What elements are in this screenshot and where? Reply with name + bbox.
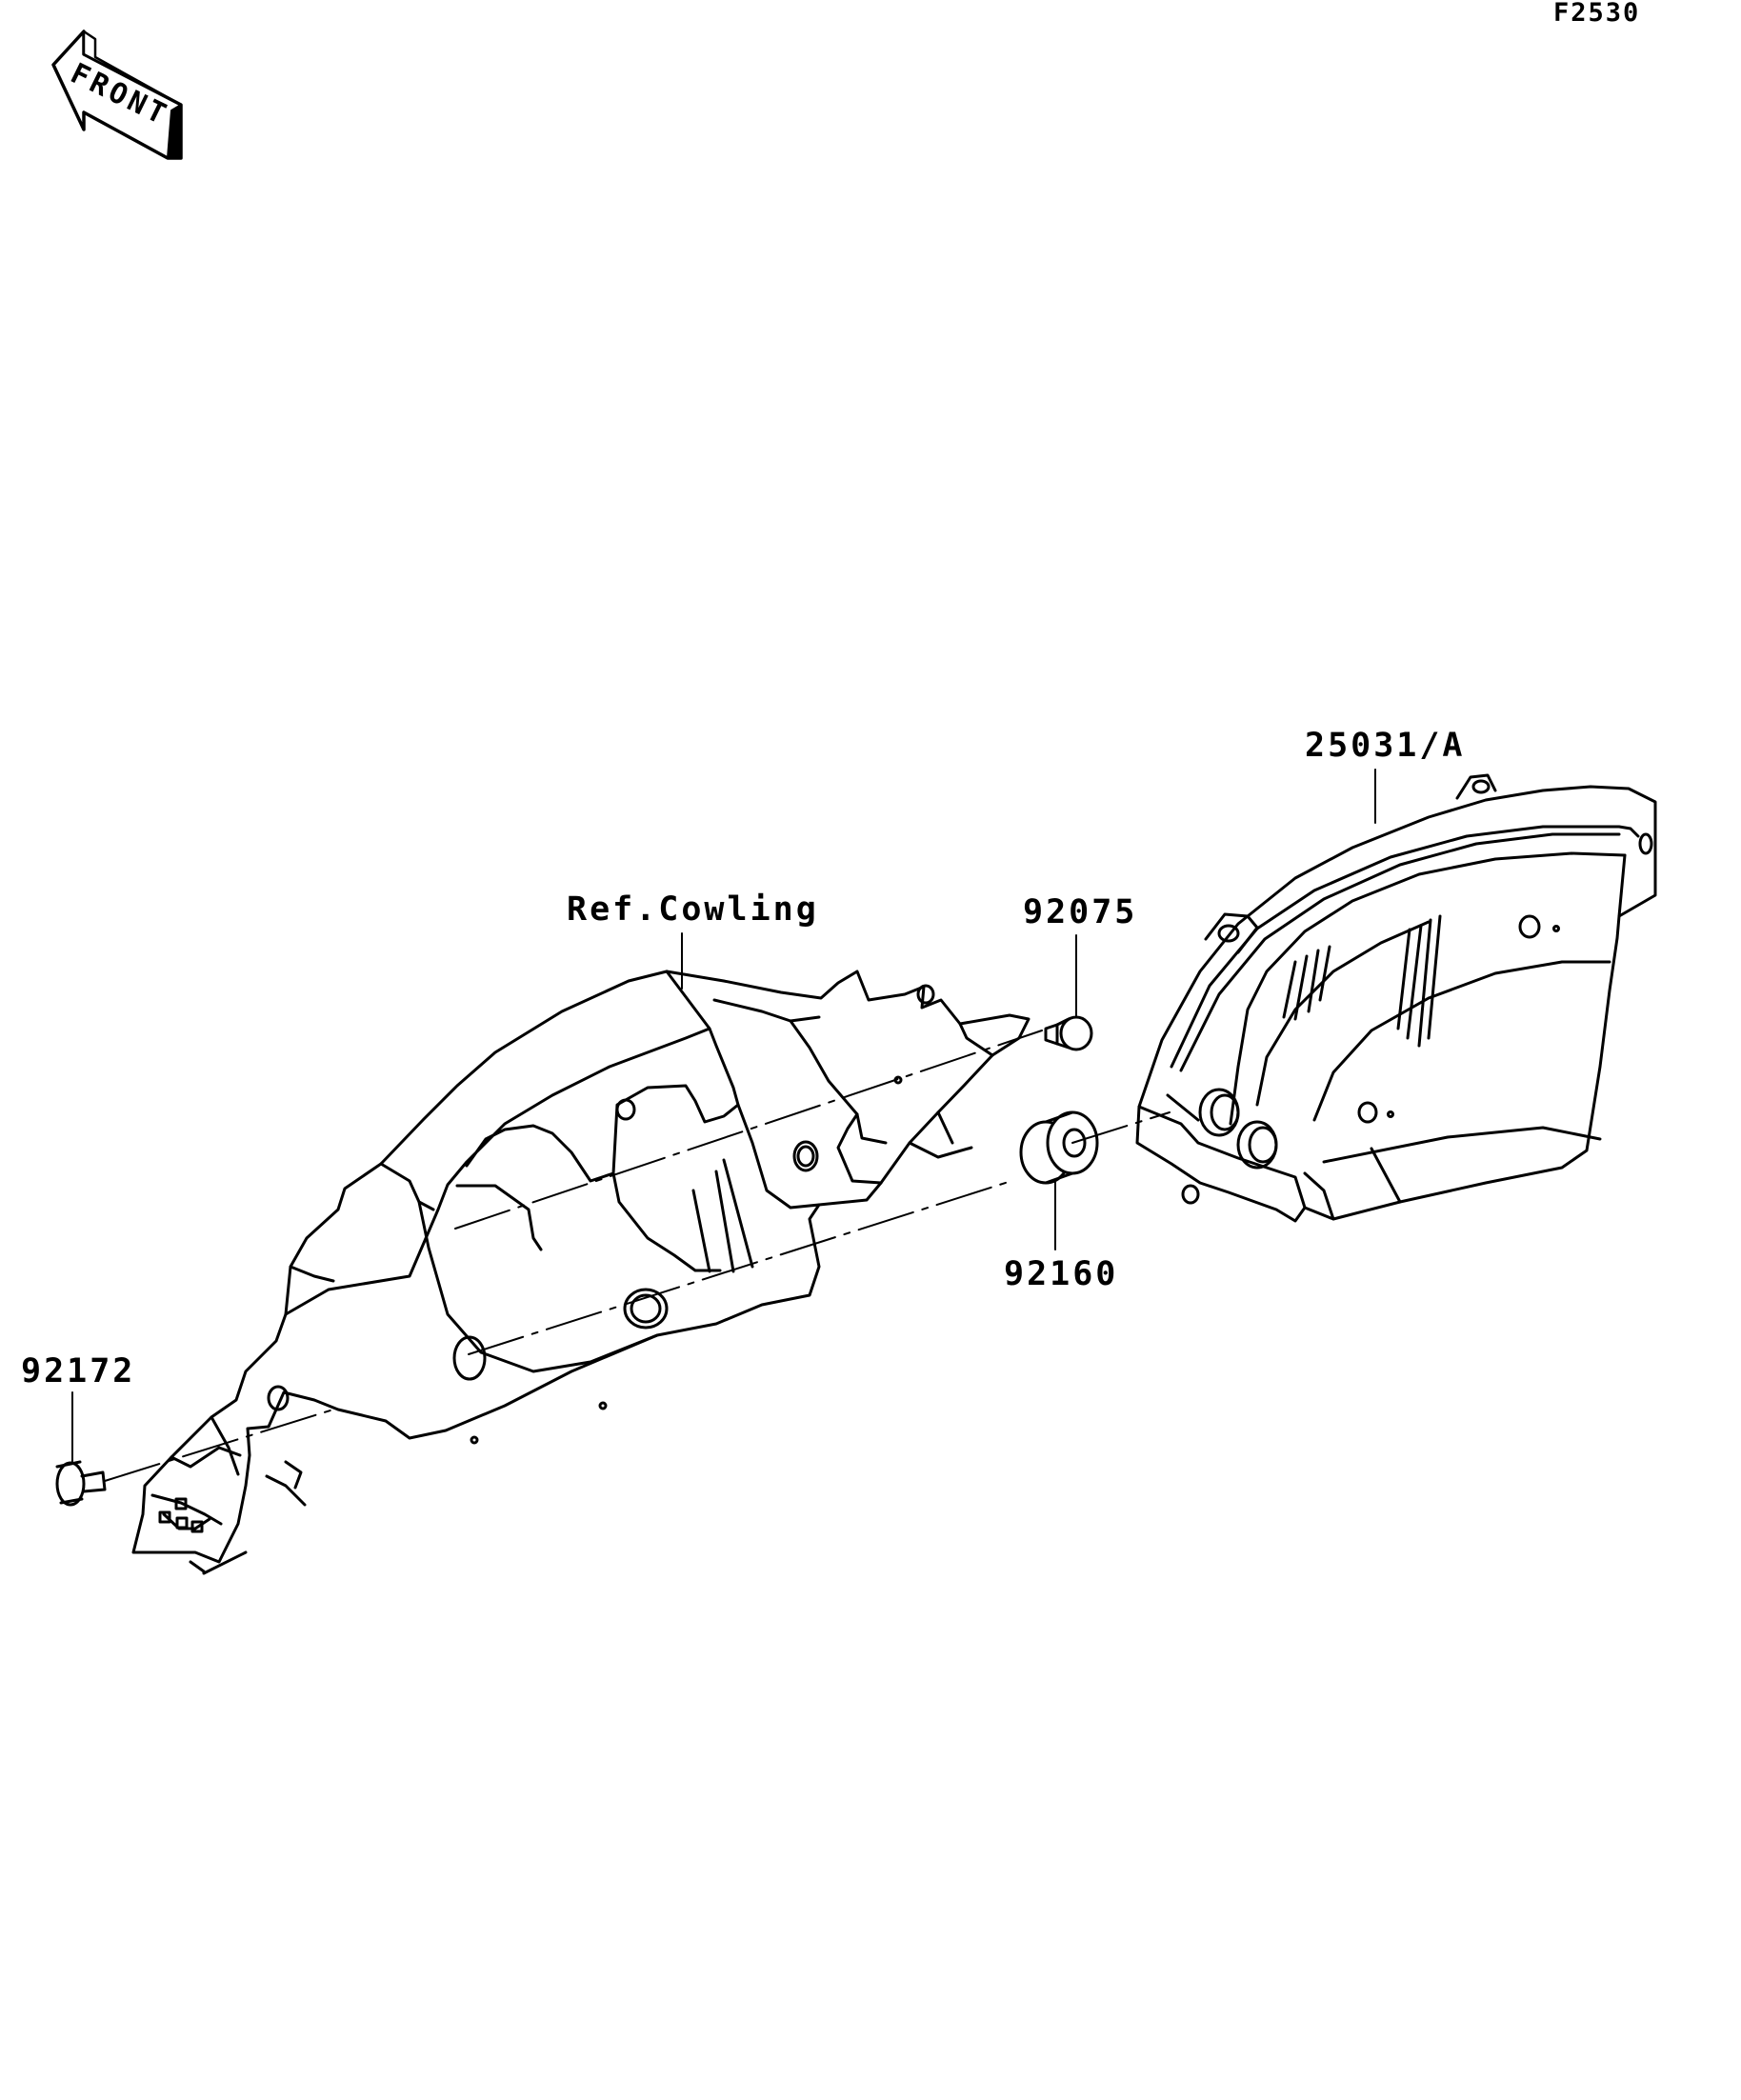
front-arrow-icon: FRONT: [51, 30, 183, 160]
label-ref-cowling: Ref.Cowling: [567, 890, 819, 929]
leader-lines: [71, 769, 1376, 1464]
assembly-lines: [104, 1030, 1171, 1482]
cowling-bracket: [131, 970, 1031, 1575]
meter-assembly: [1135, 773, 1657, 1223]
figure-id: F2530: [1553, 0, 1641, 28]
label-part-92172: 92172: [21, 1352, 136, 1390]
label-part-92160: 92160: [1004, 1255, 1119, 1293]
label-part-25031-a: 25031/A: [1305, 727, 1466, 765]
screw-92075-icon: [1044, 1015, 1093, 1051]
label-part-92075: 92075: [1023, 893, 1138, 931]
grommet-92160-icon: [1019, 1110, 1099, 1185]
bolt-92172-icon: [55, 1460, 107, 1507]
